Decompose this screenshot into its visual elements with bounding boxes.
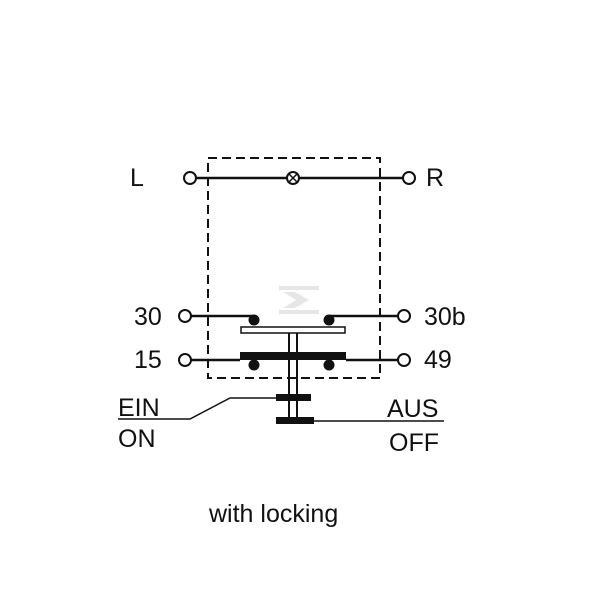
lock-detent xyxy=(276,394,311,401)
terminal-r xyxy=(402,171,416,185)
label-aus: AUS xyxy=(387,395,438,423)
closed-contact-bar xyxy=(240,352,346,360)
open-contact-bar xyxy=(240,326,346,334)
terminal-30b xyxy=(397,309,411,323)
label-49: 49 xyxy=(424,346,452,374)
contact-30b xyxy=(323,314,335,326)
terminal-30 xyxy=(178,309,192,323)
label-30b: 30b xyxy=(424,303,466,331)
label-30: 30 xyxy=(134,303,162,331)
terminal-l xyxy=(183,171,197,185)
label-ein: EIN xyxy=(118,394,160,422)
contact-49 xyxy=(323,359,335,371)
contact-30 xyxy=(248,314,260,326)
label-off: OFF xyxy=(389,429,439,457)
terminal-15 xyxy=(178,353,192,367)
label-r: R xyxy=(426,164,444,192)
on-leader-line xyxy=(118,397,276,420)
caption-with-locking: with locking xyxy=(208,500,338,528)
label-15: 15 xyxy=(134,346,162,374)
contact-15 xyxy=(248,359,260,371)
switch-housing-dashed xyxy=(207,157,381,379)
watermark-logo xyxy=(279,286,319,314)
pushbutton-cap xyxy=(276,417,314,424)
label-l: L xyxy=(130,164,144,192)
label-on: ON xyxy=(118,425,156,453)
terminal-49 xyxy=(397,353,411,367)
lamp-icon xyxy=(286,171,300,185)
